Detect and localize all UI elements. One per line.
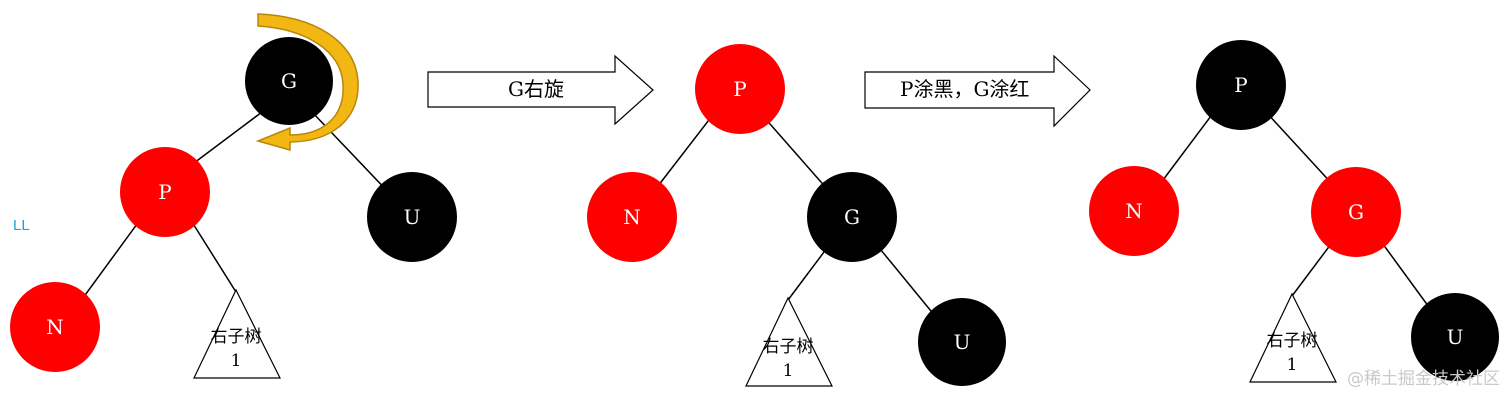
subtree-triangle xyxy=(1249,292,1337,383)
node-label-g: G xyxy=(281,69,297,93)
transition-arrow-1: G右旋 xyxy=(427,54,654,126)
edge-p-g xyxy=(1265,111,1335,187)
node-n xyxy=(587,172,677,262)
watermark-text: @稀土掘金技术社区 xyxy=(1347,369,1500,389)
node-label-u: U xyxy=(954,330,971,354)
subtree-number: 1 xyxy=(1287,355,1298,375)
node-g xyxy=(245,37,333,125)
node-u xyxy=(367,172,457,262)
node-label-p: P xyxy=(158,180,171,204)
node-label-n: N xyxy=(1125,199,1143,223)
subtree-label: 右子树 xyxy=(1267,331,1318,351)
edge-p-n xyxy=(79,219,141,303)
node-g xyxy=(1311,167,1401,257)
subtree-label: 右子树 xyxy=(763,337,814,357)
node-p xyxy=(695,44,785,134)
tree-after-rotation: P N G U 右子树 1 xyxy=(587,44,1006,387)
edge-p-n xyxy=(657,115,713,187)
edge-g-subtree xyxy=(787,243,831,301)
edge-p-subtree xyxy=(191,221,237,293)
node-label-u: U xyxy=(1447,325,1464,349)
node-u xyxy=(1411,293,1499,381)
case-label: LL xyxy=(13,217,30,234)
node-label-n: N xyxy=(623,205,641,229)
edge-p-n xyxy=(1159,111,1215,185)
node-g xyxy=(807,172,897,262)
subtree-triangle xyxy=(193,288,281,379)
edge-g-u xyxy=(311,111,393,197)
subtree-label: 右子树 xyxy=(211,327,262,347)
node-label-g: G xyxy=(844,205,860,229)
subtree-number: 1 xyxy=(231,351,242,371)
node-u xyxy=(918,298,1006,386)
block-arrow-1 xyxy=(427,54,654,126)
node-label-n: N xyxy=(46,315,64,339)
edge-g-p xyxy=(189,111,263,167)
node-n xyxy=(1089,166,1179,256)
node-label-p: P xyxy=(733,77,746,101)
node-p xyxy=(120,147,210,237)
arrow-2-label: P涂黑，G涂红 xyxy=(900,77,1029,101)
edge-g-u xyxy=(875,243,941,323)
subtree-number: 1 xyxy=(783,361,794,381)
edge-g-subtree xyxy=(1291,239,1335,297)
edge-g-u xyxy=(1379,239,1435,315)
edge-p-g xyxy=(762,115,829,191)
node-label-u: U xyxy=(404,205,421,229)
rotation-arrow-icon xyxy=(255,13,359,151)
transition-arrow-2: P涂黑，G涂红 xyxy=(864,54,1091,128)
subtree-triangle xyxy=(745,296,833,387)
block-arrow-2 xyxy=(864,54,1091,128)
node-p xyxy=(1196,40,1286,130)
node-label-g: G xyxy=(1348,200,1364,224)
tree-before: G P U N 右子树 1 xyxy=(10,13,457,379)
tree-after-recolor: P N G U 右子树 1 xyxy=(1089,40,1499,383)
arrow-1-label: G右旋 xyxy=(508,77,564,101)
node-n xyxy=(10,282,100,372)
node-label-p: P xyxy=(1234,73,1247,97)
